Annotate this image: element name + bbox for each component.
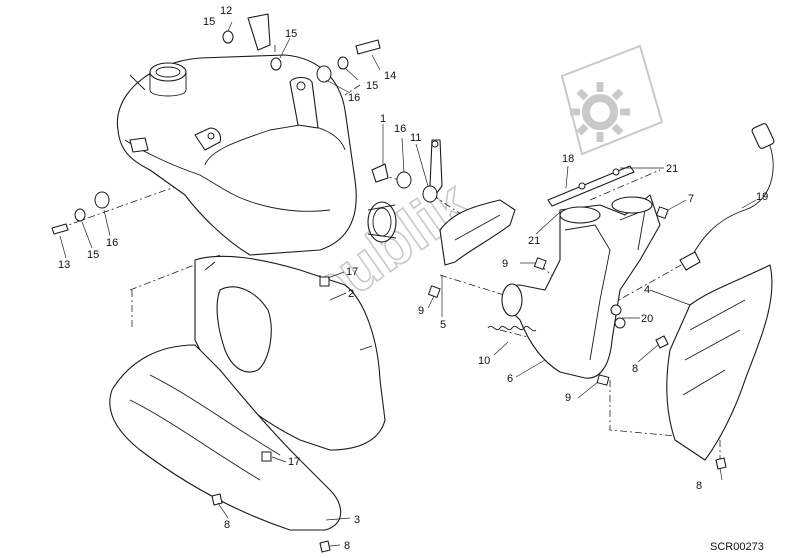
outlet-pipe-clamp: [367, 163, 397, 243]
silencer-inlet-pipe: [149, 62, 187, 82]
callout-21: 21: [528, 235, 540, 247]
callout-10: 10: [478, 355, 490, 367]
callout-18: 18: [562, 153, 574, 165]
callout-1: 1: [380, 113, 386, 125]
callout-15: 15: [366, 80, 378, 92]
callout-17: 17: [346, 266, 358, 278]
silencer-body: [116, 54, 357, 256]
callout-17: 17: [288, 456, 300, 468]
callout-15: 15: [87, 249, 99, 261]
callout-3: 3: [354, 514, 360, 526]
callout-2: 2: [348, 288, 354, 300]
lambda-sensor: [679, 123, 775, 271]
callout-21: 21: [666, 163, 678, 175]
spring: [487, 325, 537, 332]
silencer-bracket: [289, 76, 319, 129]
callout-4: 4: [644, 284, 650, 296]
callout-16: 16: [348, 92, 360, 104]
callout-9: 9: [418, 305, 424, 317]
heat-shield-bracket: [439, 199, 516, 266]
callout-9: 9: [565, 392, 571, 404]
callout-8: 8: [696, 480, 702, 492]
leader-lines: [59, 21, 757, 547]
callout-13: 13: [58, 259, 70, 271]
manifold-flanges: [547, 165, 635, 207]
heat-shield-right: [666, 264, 773, 461]
bracket-12: [247, 13, 271, 51]
gear-icon: [560, 44, 664, 156]
callout-15: 15: [203, 16, 215, 28]
callout-5: 5: [440, 319, 446, 331]
lower-cover: [109, 344, 342, 531]
callout-14: 14: [384, 70, 396, 82]
callout-8: 8: [344, 540, 350, 552]
callout-labels: 12 15 15 14 15 16 1 16 11 18 21 7 19 21 …: [58, 5, 768, 552]
callout-20: 20: [641, 313, 653, 325]
callout-8: 8: [224, 519, 230, 531]
hardware: [51, 13, 727, 553]
callout-19: 19: [756, 191, 768, 203]
callout-6: 6: [507, 373, 513, 385]
callout-9: 9: [502, 258, 508, 270]
callout-16: 16: [394, 123, 406, 135]
callout-12: 12: [220, 5, 232, 17]
callout-11: 11: [410, 132, 421, 144]
exhaust-header: [501, 194, 661, 379]
callout-16: 16: [106, 237, 118, 249]
callout-15: 15: [285, 28, 297, 40]
callout-7: 7: [688, 193, 694, 205]
callout-8: 8: [632, 363, 638, 375]
hanger-bracket: [429, 139, 443, 195]
drawing-code: SCR00273: [710, 541, 764, 553]
